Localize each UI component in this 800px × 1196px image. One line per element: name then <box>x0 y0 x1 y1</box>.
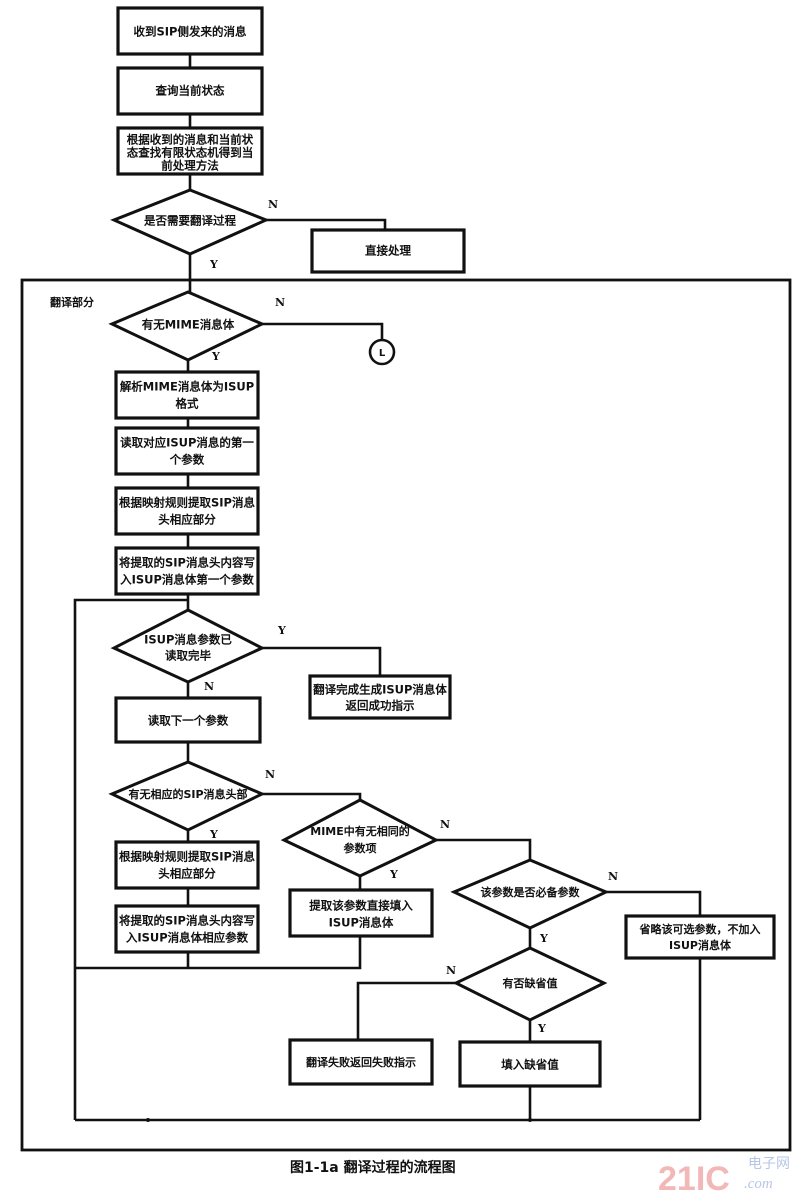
node-write-sip-text-2: 入ISUP消息体相应参数 <box>126 931 249 945</box>
node-lookup-text-2: 态查找有限状态机得到当 <box>127 146 254 160</box>
translation-section-frame <box>20 278 792 1152</box>
label-need-translate-no: N <box>268 198 278 211</box>
watermark-dotcom: .com <box>744 1176 773 1192</box>
node-read-next-text: 读取下一个参数 <box>148 714 229 728</box>
label-has-default-yes: Y <box>537 1022 546 1035</box>
figure-caption: 图1-1a 翻译过程的流程图 <box>290 1159 456 1176</box>
node-extract-header-text-1: 根据映射规则提取SIP消息 <box>119 496 255 510</box>
decision-is-mandatory-text: 该参数是否必备参数 <box>481 885 581 899</box>
decision-mime-has-param <box>280 798 440 878</box>
label-is-mandatory-yes: Y <box>539 932 548 945</box>
node-write-sip-text-1: 将提取的SIP消息头内容写 <box>119 914 255 928</box>
node-write-first-text-2: 入ISUP消息体第一个参数 <box>120 573 254 587</box>
decision-need-translate-text: 是否需要翻译过程 <box>143 214 236 228</box>
node-fill-default-text: 填入缺省值 <box>501 1058 559 1072</box>
decision-params-done-text-1: ISUP消息参数已 <box>144 633 232 647</box>
label-mime-has-param-yes: Y <box>389 868 398 881</box>
node-extract-sip-text-1: 根据映射规则提取SIP消息 <box>119 850 255 864</box>
label-has-sip-header-yes: Y <box>209 828 218 841</box>
node-write-first-param <box>114 546 260 596</box>
edge-params-done-yes <box>262 646 382 676</box>
node-translate-fail <box>288 1038 434 1086</box>
node-translate-done-text-2: 返回成功指示 <box>346 699 415 713</box>
decision-mime-has-param-text-1: MIME中有无相同的 <box>310 824 410 838</box>
label-params-done-yes: Y <box>277 624 286 637</box>
edge-need-translate-no <box>266 218 387 230</box>
node-read-first-text-1: 读取对应ISUP消息的第一 <box>120 436 254 450</box>
label-params-done-no: N <box>204 680 214 693</box>
node-ignore-optional <box>624 914 776 960</box>
node-ignore-optional-text-1: 省略该可选参数，不加入 <box>639 922 761 936</box>
node-receive-message-text: 收到SIP侧发来的消息 <box>134 25 247 39</box>
edge-has-sip-header-no <box>262 792 362 800</box>
node-translate-done-text-1: 翻译完成生成ISUP消息体 <box>313 683 447 697</box>
junction-dot <box>528 1118 532 1122</box>
edge-has-mime-no <box>262 322 384 340</box>
junction-dot <box>146 1118 150 1122</box>
node-translate-fail-text: 翻译失败返回失败指示 <box>306 1055 416 1069</box>
node-fill-param-text-1: 提取该参数直接填入 <box>309 899 413 913</box>
node-extract-sip-text-2: 头相应部分 <box>158 867 216 881</box>
node-read-first-param <box>114 426 260 476</box>
decision-has-mime-text: 有无MIME消息体 <box>142 318 235 332</box>
node-parse-mime <box>114 370 260 420</box>
node-extract-sip <box>114 840 260 890</box>
edge-fillparam-to-loop <box>75 936 362 970</box>
node-fill-param-text-2: ISUP消息体 <box>329 916 394 930</box>
label-has-sip-header-no: N <box>265 768 275 781</box>
node-direct-process-text: 直接处理 <box>365 244 411 258</box>
decision-has-default-text: 有否缺省值 <box>503 976 558 990</box>
label-is-mandatory-no: N <box>608 870 618 883</box>
watermark-cn: 电子网 <box>748 1155 790 1171</box>
node-lookup-text-3: 前处理方法 <box>161 159 219 173</box>
edge-has-default-no <box>356 981 456 1040</box>
watermark-logo: 21IC 电子网 .com <box>658 1155 790 1196</box>
edge-is-mandatory-no <box>606 890 702 916</box>
edge-mime-has-param-no <box>436 838 532 860</box>
node-lookup-method <box>116 126 264 176</box>
node-write-first-text-1: 将提取的SIP消息头内容写 <box>119 556 255 570</box>
node-extract-header-text-2: 头相应部分 <box>158 513 216 527</box>
watermark-brand: 21IC <box>658 1160 730 1196</box>
translation-section-label: 翻译部分 <box>50 295 94 309</box>
node-translate-done <box>308 674 452 720</box>
connector-l-text: L <box>379 348 386 359</box>
decision-mime-has-param-text-2: 参数项 <box>344 841 377 855</box>
label-need-translate-yes: Y <box>209 258 218 271</box>
node-parse-mime-text-1: 解析MIME消息体为ISUP <box>120 380 254 394</box>
label-has-mime-yes: Y <box>211 350 220 363</box>
node-fill-param <box>288 888 434 938</box>
label-has-mime-no: N <box>275 296 285 309</box>
decision-params-done-text-2: 读取完毕 <box>165 649 211 663</box>
edge-loop-back <box>73 598 188 1120</box>
label-has-default-no: N <box>446 964 456 977</box>
node-read-first-text-2: 个参数 <box>169 453 205 467</box>
label-mime-has-param-no: N <box>440 818 450 831</box>
node-ignore-optional-text-2: ISUP消息体 <box>669 938 732 952</box>
connector-l <box>368 338 396 366</box>
decision-has-sip-header-text: 有无相应的SIP消息头部 <box>128 787 247 801</box>
node-lookup-text-1: 根据收到的消息和当前状 <box>127 133 254 147</box>
node-query-state <box>116 66 264 116</box>
node-direct-process <box>310 228 466 274</box>
node-parse-mime-text-2: 格式 <box>176 397 199 411</box>
node-query-state-text: 查询当前状态 <box>155 84 225 98</box>
